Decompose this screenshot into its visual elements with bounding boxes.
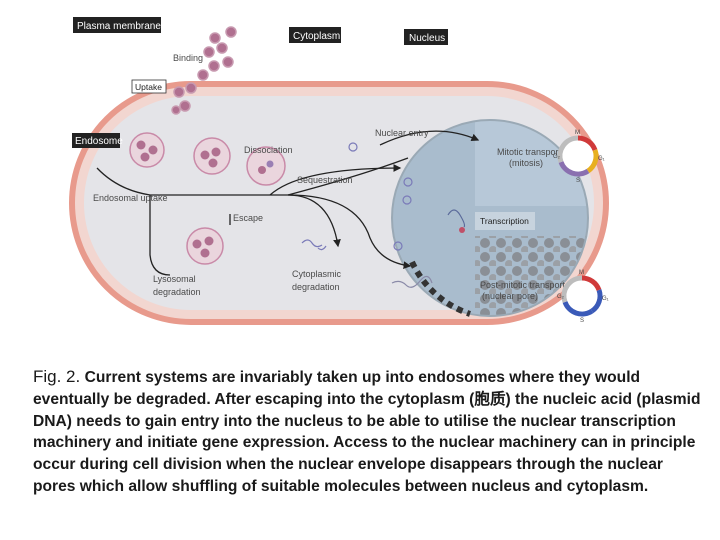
- binding-label: Binding: [173, 53, 203, 63]
- endosome-label: Endosome: [75, 136, 123, 147]
- cell-cycle-icon-postmitotic: M G₁ S G₂: [557, 270, 609, 324]
- cycle-bottom-s: S: [580, 318, 584, 324]
- endosome-tag: [72, 133, 120, 148]
- cycle-bottom-g2: G₂: [557, 294, 565, 300]
- transcription-label: Transcription: [480, 216, 529, 226]
- lysosomal-label-2: degradation: [153, 287, 201, 297]
- cell-cycle-icon-mitosis: M G₁ S G₂: [553, 130, 605, 184]
- mitotic-transport-label: Mitotic transport: [497, 147, 562, 157]
- nuclear-entry-label: Nuclear entry: [375, 128, 429, 138]
- cytoplasm-tag: [289, 27, 341, 43]
- caption-text: Current systems are invariably taken up …: [33, 369, 701, 495]
- post-mitotic-label-2: (nuclear pore): [482, 291, 538, 301]
- uptake-label: Uptake: [135, 82, 162, 92]
- endosome-vesicles: [129, 132, 286, 265]
- escape-label: Escape: [233, 213, 263, 223]
- post-mitotic-label-1: Post-mitotic transport: [480, 280, 566, 290]
- cycle-top-m: M: [575, 130, 580, 136]
- cell-diagram: Transcription: [69, 17, 609, 325]
- cycle-top-s: S: [576, 178, 580, 184]
- cycle-bottom-g1: G₁: [602, 296, 609, 302]
- uptake-tag: [131, 79, 167, 94]
- cycle-top-g1: G₁: [598, 156, 605, 162]
- cycle-top-g2: G₂: [553, 154, 561, 160]
- mitotic-transport-sub: (mitosis): [509, 158, 543, 168]
- plasma-membrane-label: Plasma membrane: [77, 21, 161, 32]
- cytoplasmic-label-2: degradation: [292, 282, 340, 292]
- plasma-membrane-tag: [73, 17, 161, 33]
- sequestration-label: Sequestration: [297, 175, 353, 185]
- binding-particles: [171, 26, 237, 115]
- lysosomal-label-1: Lysosomal: [153, 274, 196, 284]
- cycle-bottom-m: M: [579, 270, 584, 276]
- nucleus-label: Nucleus: [409, 33, 445, 44]
- cytoplasm-label: Cytoplasm: [293, 31, 340, 42]
- dissociation-label: Dissociation: [244, 145, 293, 155]
- dna-particles: [301, 142, 466, 288]
- endosomal-uptake-label: Endosomal uptake: [93, 193, 168, 203]
- transcription-box: [475, 212, 535, 230]
- pathway-arrows: [96, 130, 480, 276]
- figure-caption: Fig. 2. Current systems are invariably t…: [33, 366, 705, 498]
- transcription-dot: [459, 227, 465, 233]
- cytoplasmic-label-1: Cytoplasmic: [292, 269, 342, 279]
- nucleus-tag: [404, 29, 448, 45]
- caption-figure-number: Fig. 2.: [33, 367, 81, 386]
